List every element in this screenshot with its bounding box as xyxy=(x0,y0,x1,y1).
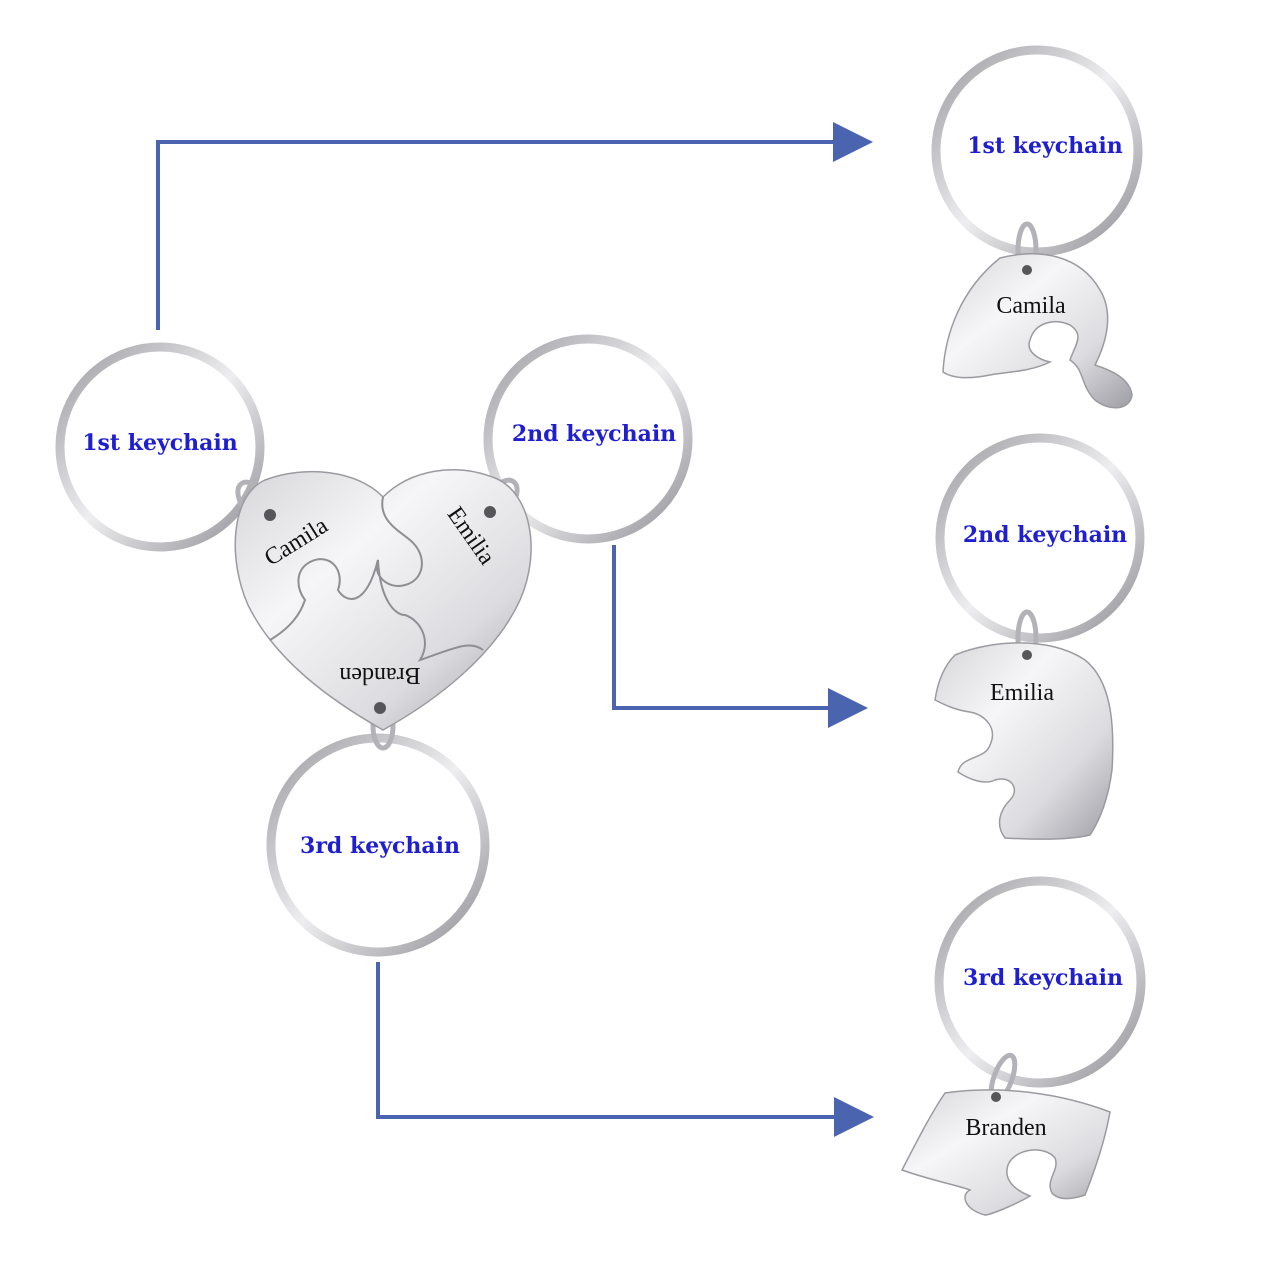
label-2nd-keychain-right: 2nd keychain xyxy=(963,522,1127,548)
arrow-to-first xyxy=(156,122,873,330)
pendant-hole xyxy=(374,702,386,714)
label-3rd-keychain-right: 3rd keychain xyxy=(963,965,1123,991)
arrow-to-third xyxy=(376,962,874,1137)
engraved-name-branden: Branden xyxy=(339,662,420,688)
pendant-hole xyxy=(1022,650,1032,660)
engraved-name-branden-right: Branden xyxy=(965,1115,1046,1141)
label-1st-keychain-right: 1st keychain xyxy=(967,133,1123,159)
pendant-hole xyxy=(1022,265,1032,275)
connector-arrows xyxy=(156,122,874,1137)
first-keychain-piece: 1st keychain Camila xyxy=(931,45,1143,409)
camila-puzzle-piece xyxy=(942,253,1133,409)
second-keychain-piece: 2nd keychain Emilia xyxy=(934,433,1145,840)
pendant-hole xyxy=(264,509,276,521)
engraved-name-emilia-right: Emilia xyxy=(990,680,1054,706)
key-ring-1 xyxy=(55,342,265,552)
heart-pendant xyxy=(234,469,532,731)
label-3rd-keychain: 3rd keychain xyxy=(300,833,460,859)
pendant-hole xyxy=(991,1092,1001,1102)
label-1st-keychain: 1st keychain xyxy=(82,430,238,456)
pendant-hole xyxy=(484,506,496,518)
key-ring-3-right xyxy=(934,876,1146,1088)
puzzle-cut xyxy=(269,558,379,641)
emilia-puzzle-piece xyxy=(934,642,1114,840)
key-ring-3 xyxy=(266,733,490,957)
branden-puzzle-piece xyxy=(900,1089,1111,1216)
arrow-to-second xyxy=(612,545,868,728)
key-ring-2 xyxy=(483,334,693,544)
key-ring-2-right xyxy=(935,433,1145,643)
third-keychain-piece: 3rd keychain Branden xyxy=(900,876,1146,1216)
engraved-name-camila-right: Camila xyxy=(996,293,1066,319)
label-2nd-keychain: 2nd keychain xyxy=(512,421,676,447)
assembled-heart-keychain: Camila Emilia Branden 1st keychain 2nd k… xyxy=(55,334,693,957)
